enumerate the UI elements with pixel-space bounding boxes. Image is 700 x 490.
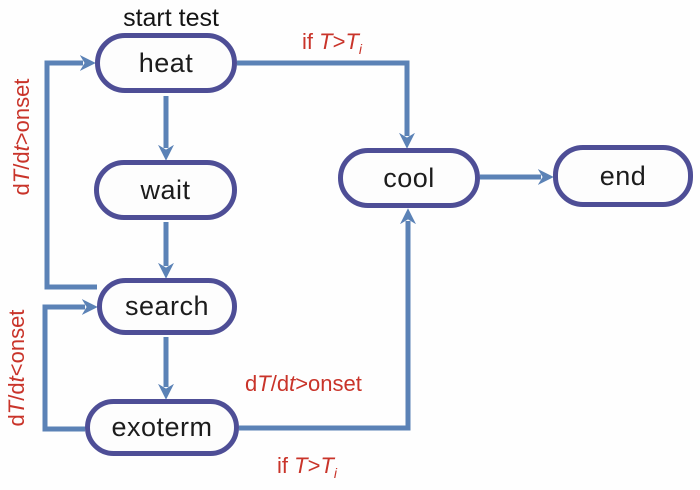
edge-label-if-temp-top: if T>Ti [302,29,362,57]
rate-left-bottom-T: T [4,400,29,415]
if-top-T1: T [319,29,333,54]
if-bottom-prefix: if [277,453,295,478]
if-bottom-T2: T [320,453,334,478]
node-wait: wait [94,160,237,220]
edge-label-rate-mid: dT/dt>onset [245,371,362,397]
connector-heat-to-cool [237,60,416,149]
if-top-op: > [332,29,346,54]
rate-mid-d: d [245,371,258,396]
if-bottom-subscript: i [333,465,338,481]
rate-left-top-T: T [9,169,34,184]
diagram-title: start test [123,4,219,32]
node-exoterm-label: exoterm [111,412,213,442]
if-bottom-T1: T [294,453,308,478]
node-heat-label: heat [138,47,194,78]
node-heat: heat [95,33,237,93]
rate-left-top-t: t [9,145,34,152]
if-top-prefix: if [302,29,320,54]
if-top-subscript: i [358,41,363,57]
rate-mid-T: T [257,371,271,396]
edge-label-if-temp-bottom: if T>Ti [277,453,337,481]
node-end-label: end [599,160,647,191]
rate-mid-rest: >onset [295,371,362,396]
connector-exoterm-to-cool [239,208,417,431]
node-wait-label: wait [140,174,191,205]
edge-label-rate-left-top: dT/dt>onset [9,57,34,217]
rate-left-bottom-t: t [4,376,29,383]
rate-left-top-slash-d: /d [9,151,34,170]
rate-left-bottom-d: d [4,414,29,427]
edge-label-rate-left-bottom: dT/dt<onset [4,281,29,455]
rate-mid-t: t [289,371,296,396]
rate-left-bottom-rest: <onset [4,309,29,377]
if-top-T2: T [345,29,359,54]
rate-mid-slash-d: /d [270,371,290,396]
rate-left-bottom-slash-d: /d [4,382,29,401]
node-cool: cool [338,148,480,208]
node-search-label: search [124,291,210,321]
connector-search-to-heat [44,54,97,290]
node-search: search [97,278,237,335]
node-exoterm: exoterm [85,399,239,456]
connector-exoterm-to-search [42,298,98,432]
node-cool-label: cool [383,162,435,193]
node-end: end [553,145,693,207]
rate-left-top-d: d [9,183,34,196]
rate-left-top-rest: >onset [9,78,34,146]
if-bottom-op: > [307,453,321,478]
